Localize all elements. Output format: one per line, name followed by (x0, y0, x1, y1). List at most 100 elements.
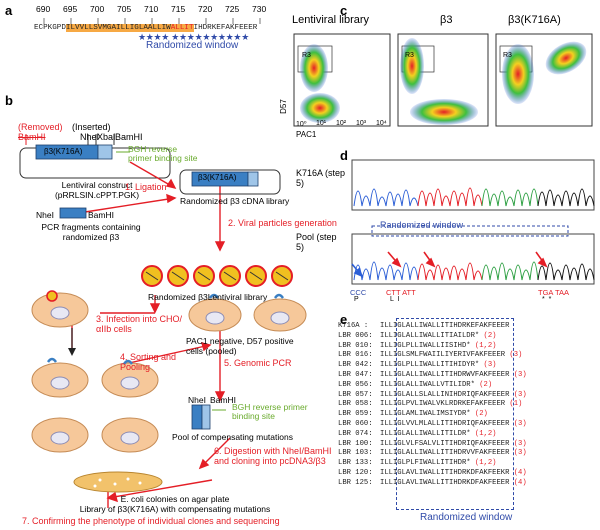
tick-label: 730 (252, 4, 267, 14)
mutated-region: ALLIT (170, 24, 194, 32)
step-7-confirm: 7. Confirming the phenotype of individua… (22, 516, 280, 526)
bamhi-removed-label: BamHI (18, 132, 46, 142)
pcr-bamhi: BamHI (88, 210, 114, 220)
table-row: LBR 133:ILLIGLPLFIWALLITIHDR* (1,2) (338, 459, 497, 468)
table-row: LBR 059:ILLIGLAMLIWALIMSIYDR* (2) (338, 410, 488, 419)
tm-domain-highlight: ILVVLLSVMGAILLIGLAALLIW (65, 24, 171, 32)
mutant-sequence-table: K716A :ILLIGLALLIWALLITIHDRKEFAKFEEER LB… (338, 322, 598, 489)
pool-caption: Pool of compensating mutations (172, 432, 293, 442)
chromatogram-pool (351, 233, 595, 285)
nhei-site: NheI (80, 132, 100, 142)
tick-label: 715 (171, 4, 186, 14)
seq-suffix: IHDRKEFAKFEEER (193, 24, 258, 32)
x-tick-label: 10² (336, 120, 347, 127)
table-row: LBR 006:ILLIGLALLIWALLITIAILDR* (2) (338, 331, 497, 340)
pool-bamhi: BamHI (210, 395, 236, 405)
plot-title-1: Lentiviral library (292, 14, 370, 26)
chromatogram-window-label: Randomized window (380, 220, 464, 230)
step-2-viral: 2. Viral particles generation (228, 218, 337, 228)
table-row: LBR 103:ILLIGLALLIWALLITIHDRVVFAKFEEER (… (338, 449, 527, 458)
panel-c-label: c (340, 3, 348, 18)
tick-marks (43, 18, 261, 24)
library-name: Randomized β3 cDNA library (180, 196, 290, 206)
flow-cytometry-plots (293, 33, 593, 127)
table-row: LBR 058:ILLIGLPVLIWALVKLRDRKEFAKFEEER (1… (338, 400, 523, 409)
lentiviral-library-label: Randomized β3Lentiviral library (148, 292, 268, 302)
panel-d-label: d (340, 148, 348, 163)
aa-p: P (354, 296, 359, 303)
table-window-label: Randomized window (420, 512, 513, 523)
x-tick-label: 10⁰ (296, 121, 307, 128)
codon-ccc: CCC (350, 288, 367, 297)
table-row: LBR 010:ILLIGLPLLIWALLIISIHD* (1,2) (338, 341, 497, 350)
sequencing-chromatograms (351, 159, 595, 285)
table-row: LBR 100:ILLIGLVLFSALVLITIHDRIQFAKFEEER (… (338, 439, 527, 448)
panel-a-label: a (5, 3, 13, 18)
randomized-window-box (396, 318, 514, 510)
removed-label: (Removed) (18, 122, 63, 132)
gate-label-2: R3 (405, 52, 414, 59)
residue-number-axis: 690 695 700 705 710 715 720 725 730 (36, 4, 276, 18)
codon-ctt-att: CTT ATT (386, 288, 416, 297)
aa-stop: * * (542, 296, 552, 303)
panel-b-label: b (5, 93, 13, 108)
table-row: K716A :ILLIGLALLIWALLITIHDRKEFAKFEEER (338, 322, 510, 330)
chromatogram-k716a (351, 159, 595, 211)
tick-label: 700 (90, 4, 105, 14)
gate-label-1: R3 (302, 52, 311, 59)
table-row: LBR 060:ILLIGLVVLMLALLITIHDRIQFAKFEEER (… (338, 419, 527, 428)
pool-bgh-label: BGH reverse primer binding site (232, 402, 308, 421)
pool-nhei: NheI (188, 395, 206, 405)
construct-b3-label: β3(K716A) (44, 147, 83, 156)
flow-plot-2 (397, 33, 489, 127)
tick-label: 705 (117, 4, 132, 14)
aa-l-i: L I (390, 296, 400, 303)
plot-title-3: β3(K716A) (508, 14, 561, 26)
xbai-site: XbaI (97, 132, 116, 142)
panel-e-label: e (340, 312, 348, 327)
step-6-cloning: 6. Digestion with NheI/BamHI and cloning… (214, 446, 332, 466)
pcr-nhei: NheI (36, 210, 54, 220)
x-axis-label: PAC1 (296, 130, 317, 139)
step-1-ligation: 1. Ligation (125, 182, 167, 192)
step-3-infection: 3. Infection into CHO/αIIb cells (96, 314, 183, 334)
flow-plot-1 (293, 33, 391, 127)
tick-label: 690 (36, 4, 51, 14)
trace-label-pool: Pool (step 5) (296, 232, 337, 252)
table-row: LBR 074:ILLIGLALLIWALLITILDR* (1,2) (338, 429, 497, 438)
bgh-primer-label: BGH reverse primer binding site (128, 144, 198, 163)
tick-label: 720 (198, 4, 213, 14)
step-4-sorting: 4. Sorting and Pooling (120, 352, 177, 372)
beta3-sequence: ECPKGPDILVVLLSVMGAILLIGLAALLIWALLITIHDRK… (34, 24, 257, 32)
plot-title-2: β3 (440, 14, 453, 26)
step-5-pcr: 5. Genomic PCR (224, 358, 292, 368)
trace-label-k716a: K716A (step 5) (296, 168, 346, 188)
gate-label-3: R3 (503, 52, 512, 59)
table-row: LBR 016:ILLIGLSMLFWAIILIYERIVFAKFEEER (3… (338, 351, 523, 360)
seq-prefix: ECPKGPD (34, 24, 66, 32)
inserted-label: (Inserted) (72, 122, 111, 132)
pcr-fragment (59, 207, 87, 219)
viral-particles (141, 265, 293, 287)
bamhi-site: BamHI (115, 132, 143, 142)
flow-plot-3 (495, 33, 593, 127)
tick-label: 725 (225, 4, 240, 14)
x-tick-label: 10¹ (316, 120, 327, 127)
table-row: LBR 125:ILLIGLAVLIWALLITIHDRKDFAKFEEER (… (338, 478, 527, 487)
table-row: LBR 057:ILLIGLALLSLALLINIHDRIQFAKFEEER (… (338, 390, 527, 399)
table-row: LBR 120:ILLIGLAVLIWALLITIHDRKDFAKFEEKR (… (338, 468, 527, 477)
y-axis-label: D57 (278, 99, 288, 114)
randomized-window-label: Randomized window (146, 40, 239, 51)
x-tick-label: 10³ (356, 120, 367, 127)
codon-tga-taa: TGA TAA (538, 288, 569, 297)
workflow-diagram (19, 134, 307, 508)
construct-name: Lentiviral construct(pRRLSIN.cPPT.PGK) (54, 180, 140, 200)
randomized-stars: ★★★★ ★★★★★★★★★★ (138, 32, 249, 42)
table-row: LBR 047:ILLIGLALLIWALLITIHDRWVFAKFEEER (… (338, 370, 527, 379)
table-row: LBR 056:ILLIGLALLIWALLVTILIDR* (2) (338, 380, 493, 389)
tick-label: 710 (144, 4, 159, 14)
x-tick-label: 10⁴ (376, 120, 387, 127)
